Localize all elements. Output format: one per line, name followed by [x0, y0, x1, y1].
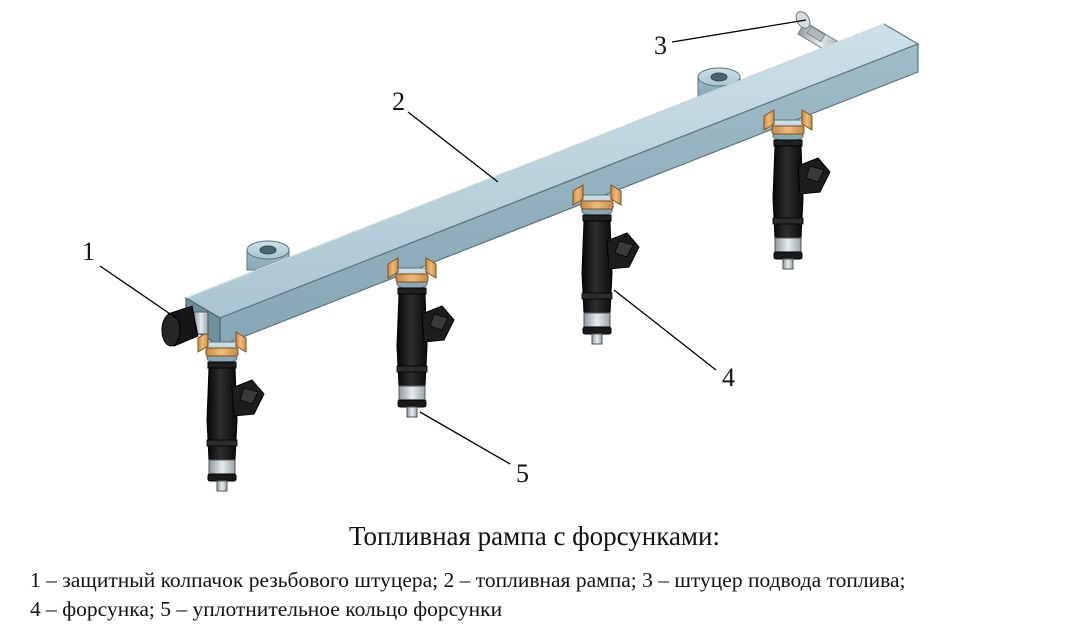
- leader-line-4: [613, 289, 717, 371]
- fuel-injector: [572, 184, 640, 345]
- leader-lines: [99, 19, 807, 465]
- callout-label-1: 1: [82, 237, 95, 266]
- callout-label-3: 3: [654, 31, 667, 60]
- fuel-injector: [197, 331, 265, 492]
- protective-cap: [161, 305, 209, 347]
- figure-caption-legend: 1 – защитный колпачок резьбового штуцера…: [30, 566, 1060, 624]
- fuel-injector: [387, 257, 455, 418]
- figure-caption-title: Топливная рампа с форсунками:: [349, 521, 720, 551]
- legend-line: 4 – форсунка; 5 – уплотнительное кольцо …: [30, 597, 503, 621]
- leader-line-2: [407, 111, 499, 183]
- callout-label-4: 4: [722, 363, 735, 392]
- fuel-injector: [763, 109, 831, 270]
- leader-line-3: [671, 19, 807, 43]
- legend-line: 1 – защитный колпачок резьбового штуцера…: [30, 568, 906, 592]
- leader-line-5: [419, 411, 511, 465]
- leader-line-1: [99, 265, 177, 319]
- callout-label-2: 2: [392, 87, 405, 116]
- callout-label-5: 5: [516, 459, 529, 488]
